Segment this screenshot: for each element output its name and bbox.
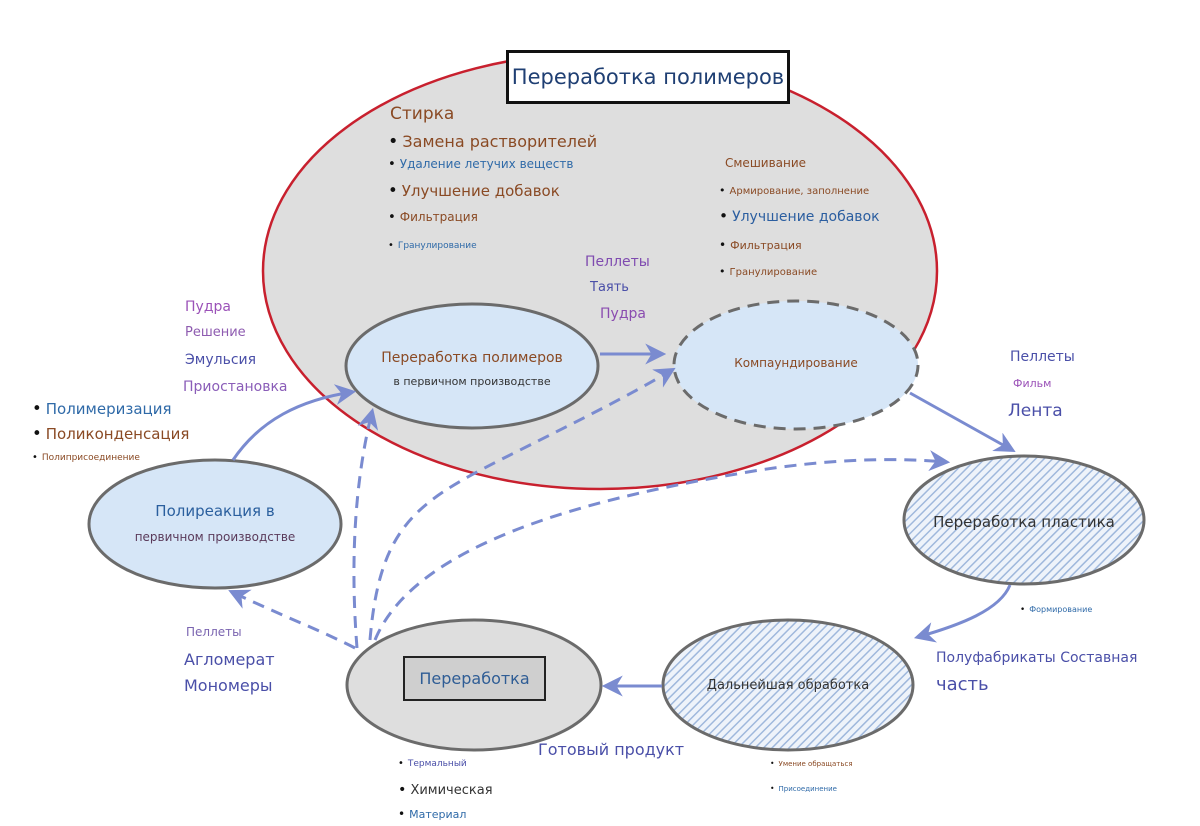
node-polyreaction[interactable] xyxy=(87,458,343,590)
diagram-title: Переработка полимеров xyxy=(506,50,790,104)
polyreaction-label-1: Полиреакция в xyxy=(155,502,275,520)
polyreaction-label-2: первичном производстве xyxy=(134,530,296,544)
plastic-processing-label: Переработка пластика xyxy=(933,513,1115,531)
washing-item: Фильтрация xyxy=(388,211,478,224)
primary-processing-label-1: Переработка полимеров xyxy=(381,350,563,366)
polyreaction-output: Эмульсия xyxy=(185,352,257,368)
polyreaction-method: Поликонденсация xyxy=(32,426,190,443)
arrow-compounding-to-plastic xyxy=(909,391,1016,453)
arrow-polyreaction-to-primary xyxy=(231,384,357,461)
polyreaction-method: Полимеризация xyxy=(32,401,172,418)
transfer-label: Таять xyxy=(590,280,629,295)
semi-products-line-2: часть xyxy=(936,674,989,695)
further-processing-label: Дальнейшая обработка xyxy=(706,678,870,693)
finished-product-label: Готовый продукт xyxy=(538,740,685,759)
polyreaction-method: Полиприсоединение xyxy=(32,453,140,463)
mixing-item: Улучшение добавок xyxy=(719,209,880,224)
node-compounding[interactable] xyxy=(672,299,920,431)
compounding-output: Пеллеты xyxy=(1010,349,1075,365)
recycling-type: Материал xyxy=(398,808,466,820)
arrow-plastic-to-further xyxy=(913,584,1012,643)
washing-item: Замена растворителей xyxy=(388,134,597,152)
plastic-processing-step: Формирование xyxy=(1020,606,1092,615)
recycling-label: Переработка xyxy=(403,656,546,701)
mixing-item: Фильтрация xyxy=(719,239,802,251)
recycling-type: Термальный xyxy=(398,759,467,769)
arrow-recycling-to-plastic xyxy=(373,450,951,641)
washing-heading: Стирка xyxy=(390,104,455,124)
recycling-output: Пеллеты xyxy=(186,625,242,639)
polyreaction-output: Приостановка xyxy=(183,379,288,395)
mixing-item: Армирование, заполнение xyxy=(719,185,870,197)
compounding-label: Компаундирование xyxy=(734,356,858,370)
semi-products-line-1: Полуфабрикаты Составная xyxy=(936,650,1138,666)
node-plastic-processing[interactable] xyxy=(902,454,1146,586)
washing-item: Гранулирование xyxy=(388,241,477,251)
recycling-output: Мономеры xyxy=(184,676,273,695)
primary-processing-label-2: в первичном производстве xyxy=(393,375,551,388)
polyreaction-output: Пудра xyxy=(185,299,231,315)
washing-item: Улучшение добавок xyxy=(388,183,560,200)
arrow-recycling-to-primary xyxy=(352,407,379,649)
compounding-output: Фильм xyxy=(1013,377,1052,390)
transfer-label: Пудра xyxy=(600,306,646,322)
mixing-heading: Смешивание xyxy=(725,156,807,170)
further-processing-step: Умение обращаться xyxy=(770,760,853,768)
mixing-item: Гранулирование xyxy=(719,266,818,278)
polyreaction-output: Решение xyxy=(185,325,246,340)
arrow-recycling-to-polyreaction xyxy=(228,589,356,650)
node-primary-processing[interactable] xyxy=(344,302,600,430)
compounding-output: Лента xyxy=(1008,401,1063,421)
further-processing-step: Присоединение xyxy=(770,785,837,793)
recycling-output: Агломерат xyxy=(184,650,275,669)
transfer-label: Пеллеты xyxy=(585,254,650,270)
washing-item: Удаление летучих веществ xyxy=(388,158,574,171)
arrow-recycling-to-compounding xyxy=(368,367,676,641)
recycling-type: Химическая xyxy=(398,783,492,797)
node-further-processing[interactable] xyxy=(661,618,915,752)
